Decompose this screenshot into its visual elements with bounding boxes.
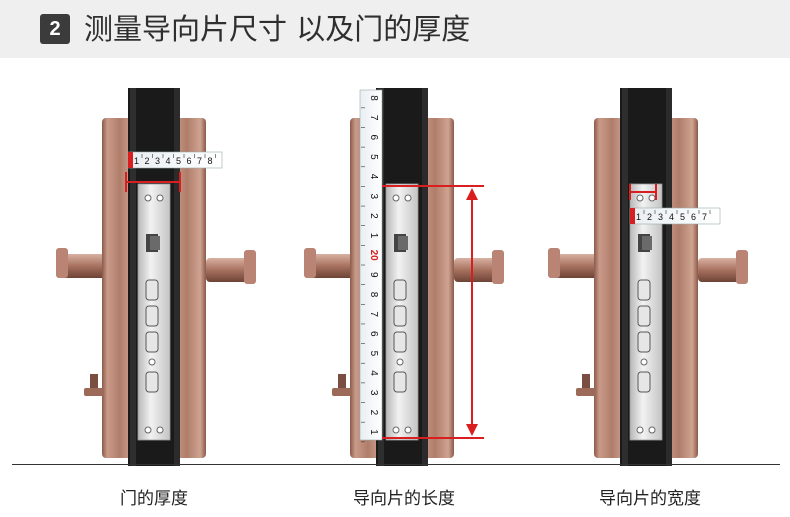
lock-panel-guide-plate-length: 8 7 6 5 4 3 2 1 20 9 8 7 6 5 4 3 2 1 (303, 87, 505, 467)
tape-measure (359, 89, 383, 441)
tape-digit: 7 (702, 212, 707, 222)
tape-digit: 6 (691, 212, 696, 222)
tape-digit: 8 (368, 95, 379, 101)
tape-digit: 5 (176, 156, 181, 166)
page-title: 测量导向片尺寸 以及门的厚度 (84, 12, 471, 46)
tape-digit: 5 (368, 351, 379, 357)
tape-digit: 6 (368, 331, 379, 337)
caption-door-thickness: 门的厚度 (120, 489, 188, 509)
tape-digit: 7 (368, 311, 379, 317)
tape-digit: 1 (134, 156, 139, 166)
tape-digit: 3 (368, 193, 379, 199)
tape-digit: 5 (368, 154, 379, 160)
tape-digit: 2 (368, 213, 379, 219)
tape-digit: 9 (368, 272, 379, 278)
tape-digit: 6 (368, 135, 379, 141)
tape-digit: 5 (680, 212, 685, 222)
tape-digit: 2 (647, 212, 652, 222)
tape-digit: 1 (636, 212, 641, 222)
tape-digit: 2 (145, 156, 150, 166)
tape-digit: 4 (368, 174, 379, 180)
header-bar: 2 测量导向片尺寸 以及门的厚度 (0, 0, 790, 58)
tape-digit: 3 (368, 390, 379, 396)
tape-digit: 1 (368, 233, 379, 239)
tape-digit: 7 (368, 115, 379, 121)
tape-digit: 8 (368, 292, 379, 298)
tape-digit: 3 (155, 156, 160, 166)
tape-digit: 1 (368, 429, 379, 435)
caption-guide-plate-width: 导向片的宽度 (599, 489, 701, 509)
step-number-badge: 2 (40, 14, 70, 44)
tape-digit: 4 (166, 156, 171, 166)
tape-digit: 7 (197, 156, 202, 166)
tape-digit: 20 (368, 250, 379, 262)
tape-digit: 8 (208, 156, 213, 166)
tape-digit: 2 (368, 410, 379, 416)
tape-digit: 3 (658, 212, 663, 222)
tape-digit: 4 (368, 370, 379, 376)
tape-digit: 4 (669, 212, 674, 222)
caption-guide-plate-length: 导向片的长度 (353, 489, 455, 509)
ground-line (12, 464, 780, 465)
tape-digit: 6 (187, 156, 192, 166)
